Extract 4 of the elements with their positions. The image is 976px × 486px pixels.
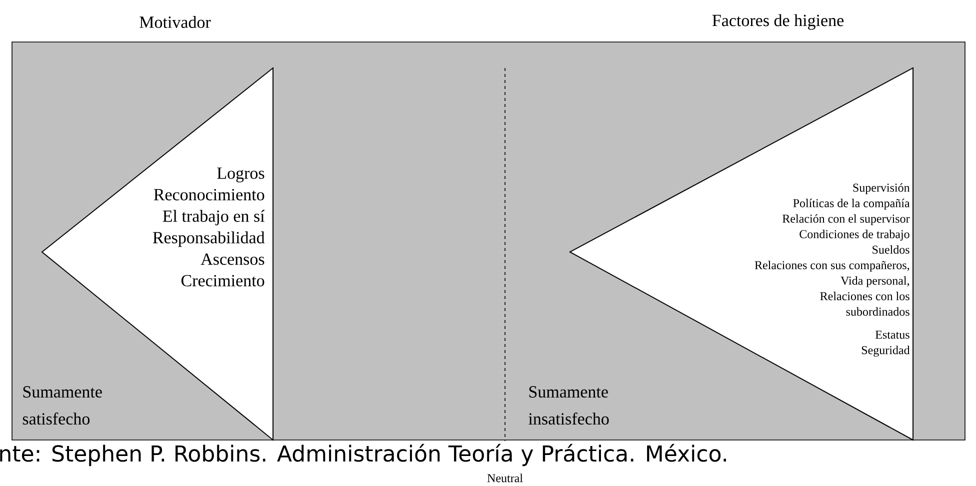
heading: Factores de higiene xyxy=(712,14,844,30)
heading: Motivador xyxy=(140,16,211,28)
source-note: nte: Stephen P. Robbins. Administración Teoría y Práctica. México. xyxy=(0,444,726,466)
axis-label: Neutral xyxy=(487,474,523,482)
